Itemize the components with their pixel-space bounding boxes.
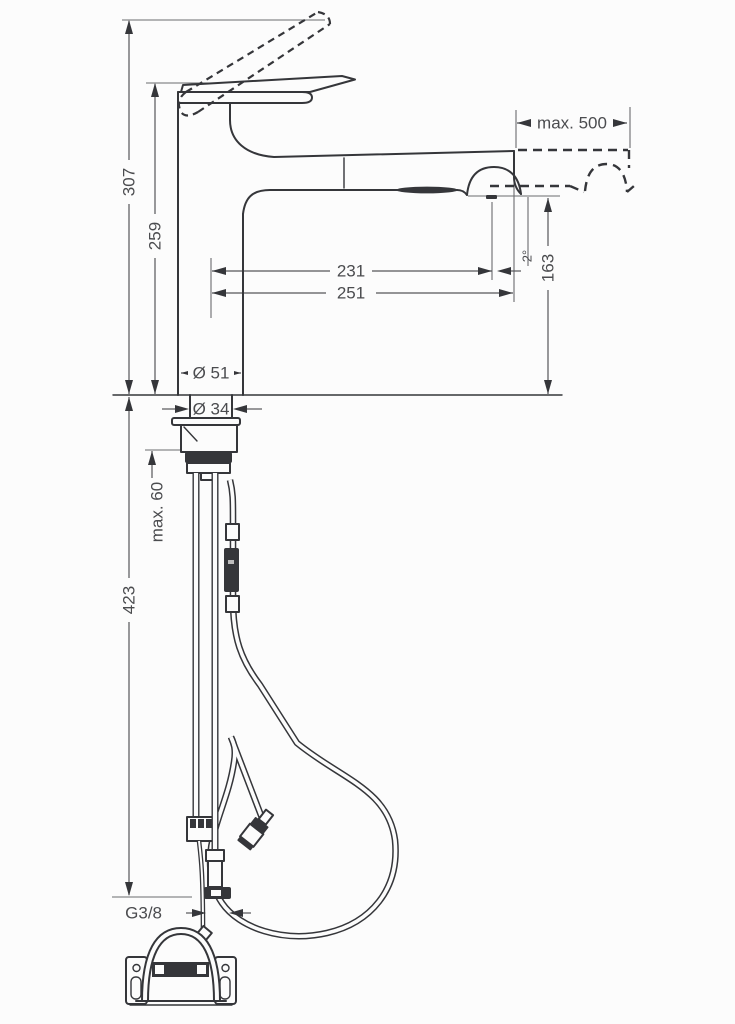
mounting-nut: [185, 452, 232, 463]
dim-body-diameter: Ø 51: [193, 364, 230, 383]
supply-pipe-left: [186, 473, 214, 936]
hose-end-connector: [237, 808, 275, 851]
dim-outlet-angle: 2°: [520, 250, 535, 262]
dim-shank-diameter: Ø 34: [193, 400, 230, 419]
pullout-extension-dashed: [490, 148, 635, 194]
base-washer: [171, 417, 241, 426]
hose-weight: [125, 924, 237, 1006]
pullout-head-dashed: [583, 162, 629, 193]
hose-tag-mark: [228, 560, 234, 564]
faucet-body: [177, 75, 522, 396]
dim-max-counter-thickness: max. 60: [148, 482, 167, 542]
pullout-hose: [206, 479, 399, 940]
mounting-body: [180, 424, 238, 453]
mounting-block: [186, 462, 231, 474]
dim-thread-size: G3/8: [125, 904, 162, 923]
hose-collar-top: [225, 523, 240, 541]
handle-cap: [177, 91, 313, 104]
outlet-nozzle: [486, 195, 497, 199]
dim-height-to-spout: 259: [146, 222, 165, 250]
spray-head-dome: [466, 166, 522, 196]
mounting-hardware: [171, 394, 241, 481]
pipe-coupling: [205, 849, 225, 862]
lever-handle-raised-dashed: [177, 10, 332, 117]
dim-reach-to-outlet: 231: [337, 262, 365, 281]
dim-outlet-height: 163: [539, 254, 558, 282]
hose-collar-bottom: [225, 595, 240, 613]
supply-pipe-right: [204, 473, 231, 899]
lever-handle: [180, 75, 356, 93]
dim-reach-total: 251: [337, 284, 365, 303]
dim-hose-drop-length: 423: [120, 586, 139, 614]
weight-slot: [152, 962, 209, 977]
dim-pullout-extension: max. 500: [537, 114, 607, 133]
spray-grip: [396, 186, 458, 194]
dimension-texts: 307 259 423 max. 60 max. 500 231 251 163…: [119, 112, 613, 923]
dim-total-height: 307: [120, 168, 139, 196]
hose-tag: [224, 548, 239, 592]
extension-lines: [112, 19, 631, 898]
